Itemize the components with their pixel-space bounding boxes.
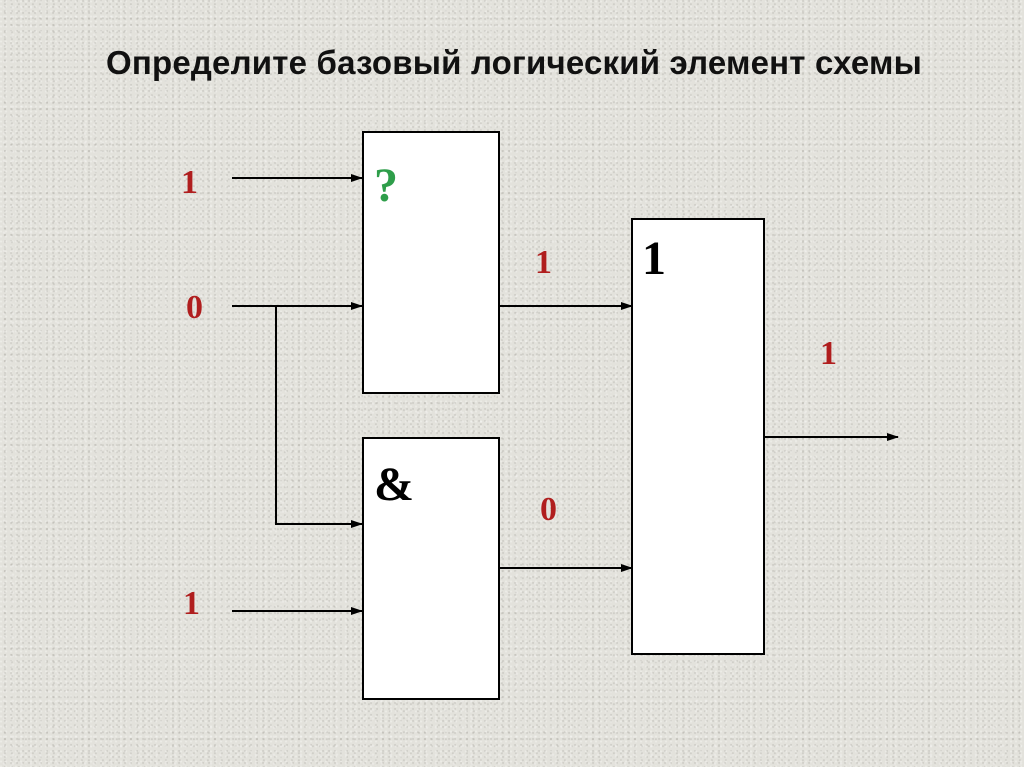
right-gate-symbol: 1 [642,232,666,285]
page-title: Определите базовый логический элемент сх… [106,44,922,81]
bottom-gate-and [362,437,500,700]
wire-input-b-branch [275,306,363,528]
top-gate-symbol: ? [374,159,398,212]
top-gate-unknown [362,131,500,394]
bottom-gate-symbol: & [374,458,414,511]
input-b-value: 0 [186,289,203,326]
top-gate-output-value: 1 [535,244,552,281]
right-gate-or [631,218,765,655]
bottom-gate-output-value: 0 [540,491,557,528]
input-a-value: 1 [181,164,198,201]
final-output-value: 1 [820,335,837,372]
input-c-value: 1 [183,585,200,622]
